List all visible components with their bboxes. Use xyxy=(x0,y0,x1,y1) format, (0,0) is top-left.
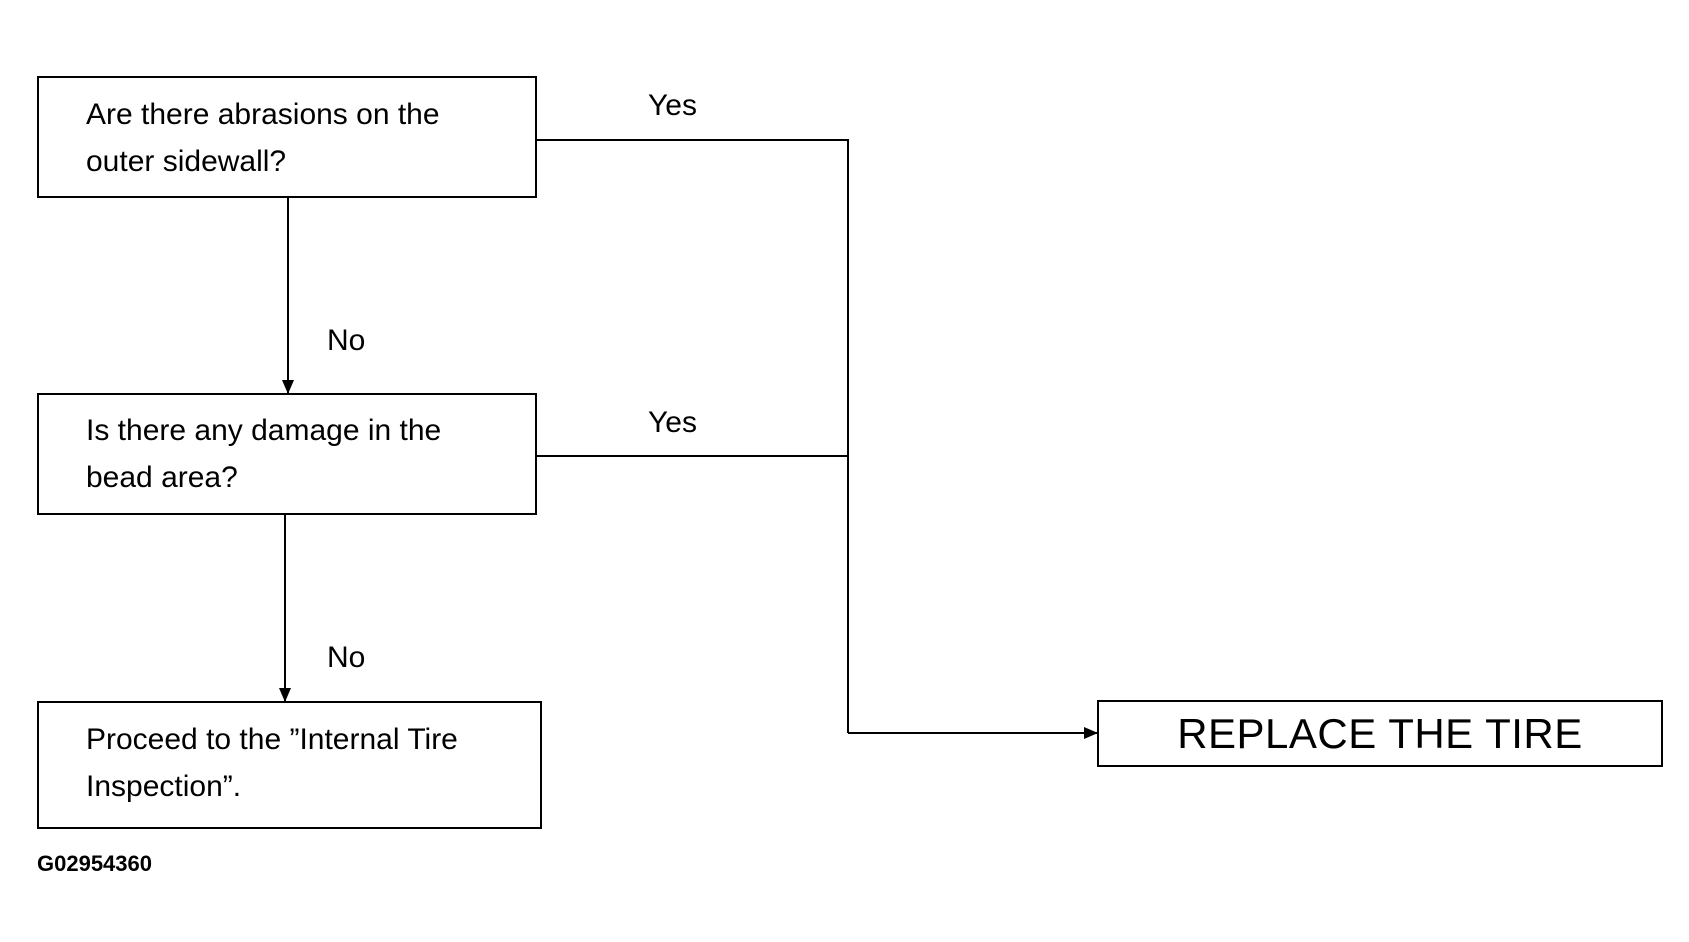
step3-instruction: Proceed to the ”Internal Tire Inspection… xyxy=(86,723,458,803)
step1-question: Are there abrasions on the outer sidewal… xyxy=(86,98,440,178)
figure-id: G02954360 xyxy=(37,851,152,876)
step1-no-label: No xyxy=(327,324,366,357)
step3-box: Proceed to the ”Internal Tire Inspection… xyxy=(37,701,542,829)
line-step1-yes xyxy=(536,139,849,733)
replace-tire-box: REPLACE THE TIRE xyxy=(1097,700,1663,767)
replace-tire-text: REPLACE THE TIRE xyxy=(1177,710,1583,757)
step1-yes-label: Yes xyxy=(648,89,697,122)
step2-no-label: No xyxy=(327,641,366,674)
step2-box: Is there any damage in the bead area? xyxy=(37,393,537,515)
step2-yes-label: Yes xyxy=(648,406,697,439)
step2-question: Is there any damage in the bead area? xyxy=(86,414,442,494)
step1-box: Are there abrasions on the outer sidewal… xyxy=(37,76,537,198)
